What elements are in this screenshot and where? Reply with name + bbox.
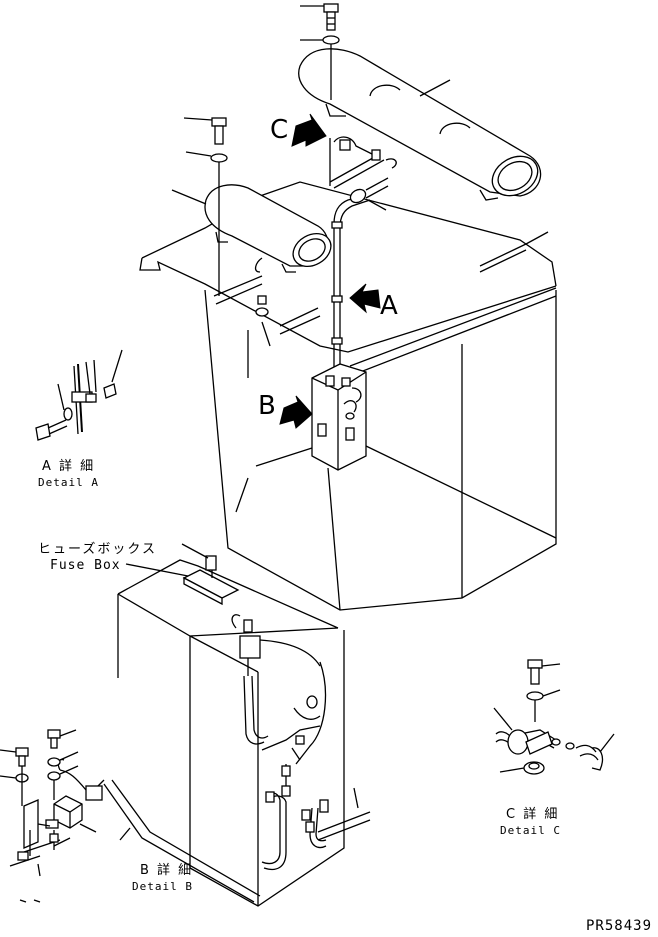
detail-a-label-jp: A 詳 細: [42, 458, 95, 474]
relay-box-b: [311, 363, 367, 471]
part-code: PR58439: [586, 918, 652, 934]
detail-b-drawing: [0, 543, 371, 907]
detail-c-label-en: Detail C: [500, 824, 561, 837]
callout-a-label: A: [380, 291, 398, 321]
light-harness: [254, 136, 397, 370]
detail-a-drawing: [35, 349, 123, 441]
fuse-box-label-en: Fuse Box: [50, 558, 121, 573]
detail-b-label-en: Detail B: [132, 880, 193, 893]
detail-c-drawing: [493, 659, 615, 775]
callout-arrow-b: [279, 395, 313, 429]
fuse-box-leader: [125, 563, 189, 577]
detail-c-label-jp: C 詳 細: [506, 806, 559, 822]
callout-b-label: B: [258, 391, 276, 421]
callout-arrow-a: [349, 283, 381, 314]
cab-body: [204, 289, 557, 611]
detail-b-label-jp: B 詳 細: [140, 862, 193, 878]
bolt-upper: [300, 3, 340, 100]
bolt-left: [183, 117, 228, 296]
work-light-upper: [298, 48, 542, 201]
callout-arrow-c: [291, 113, 327, 147]
detail-a-label-en: Detail A: [38, 476, 99, 489]
callout-c-label: C: [270, 115, 288, 145]
cab-roof: [139, 181, 557, 377]
work-light-lower: [171, 184, 332, 273]
fuse-box-label-jp: ヒューズボックス: [38, 541, 157, 557]
